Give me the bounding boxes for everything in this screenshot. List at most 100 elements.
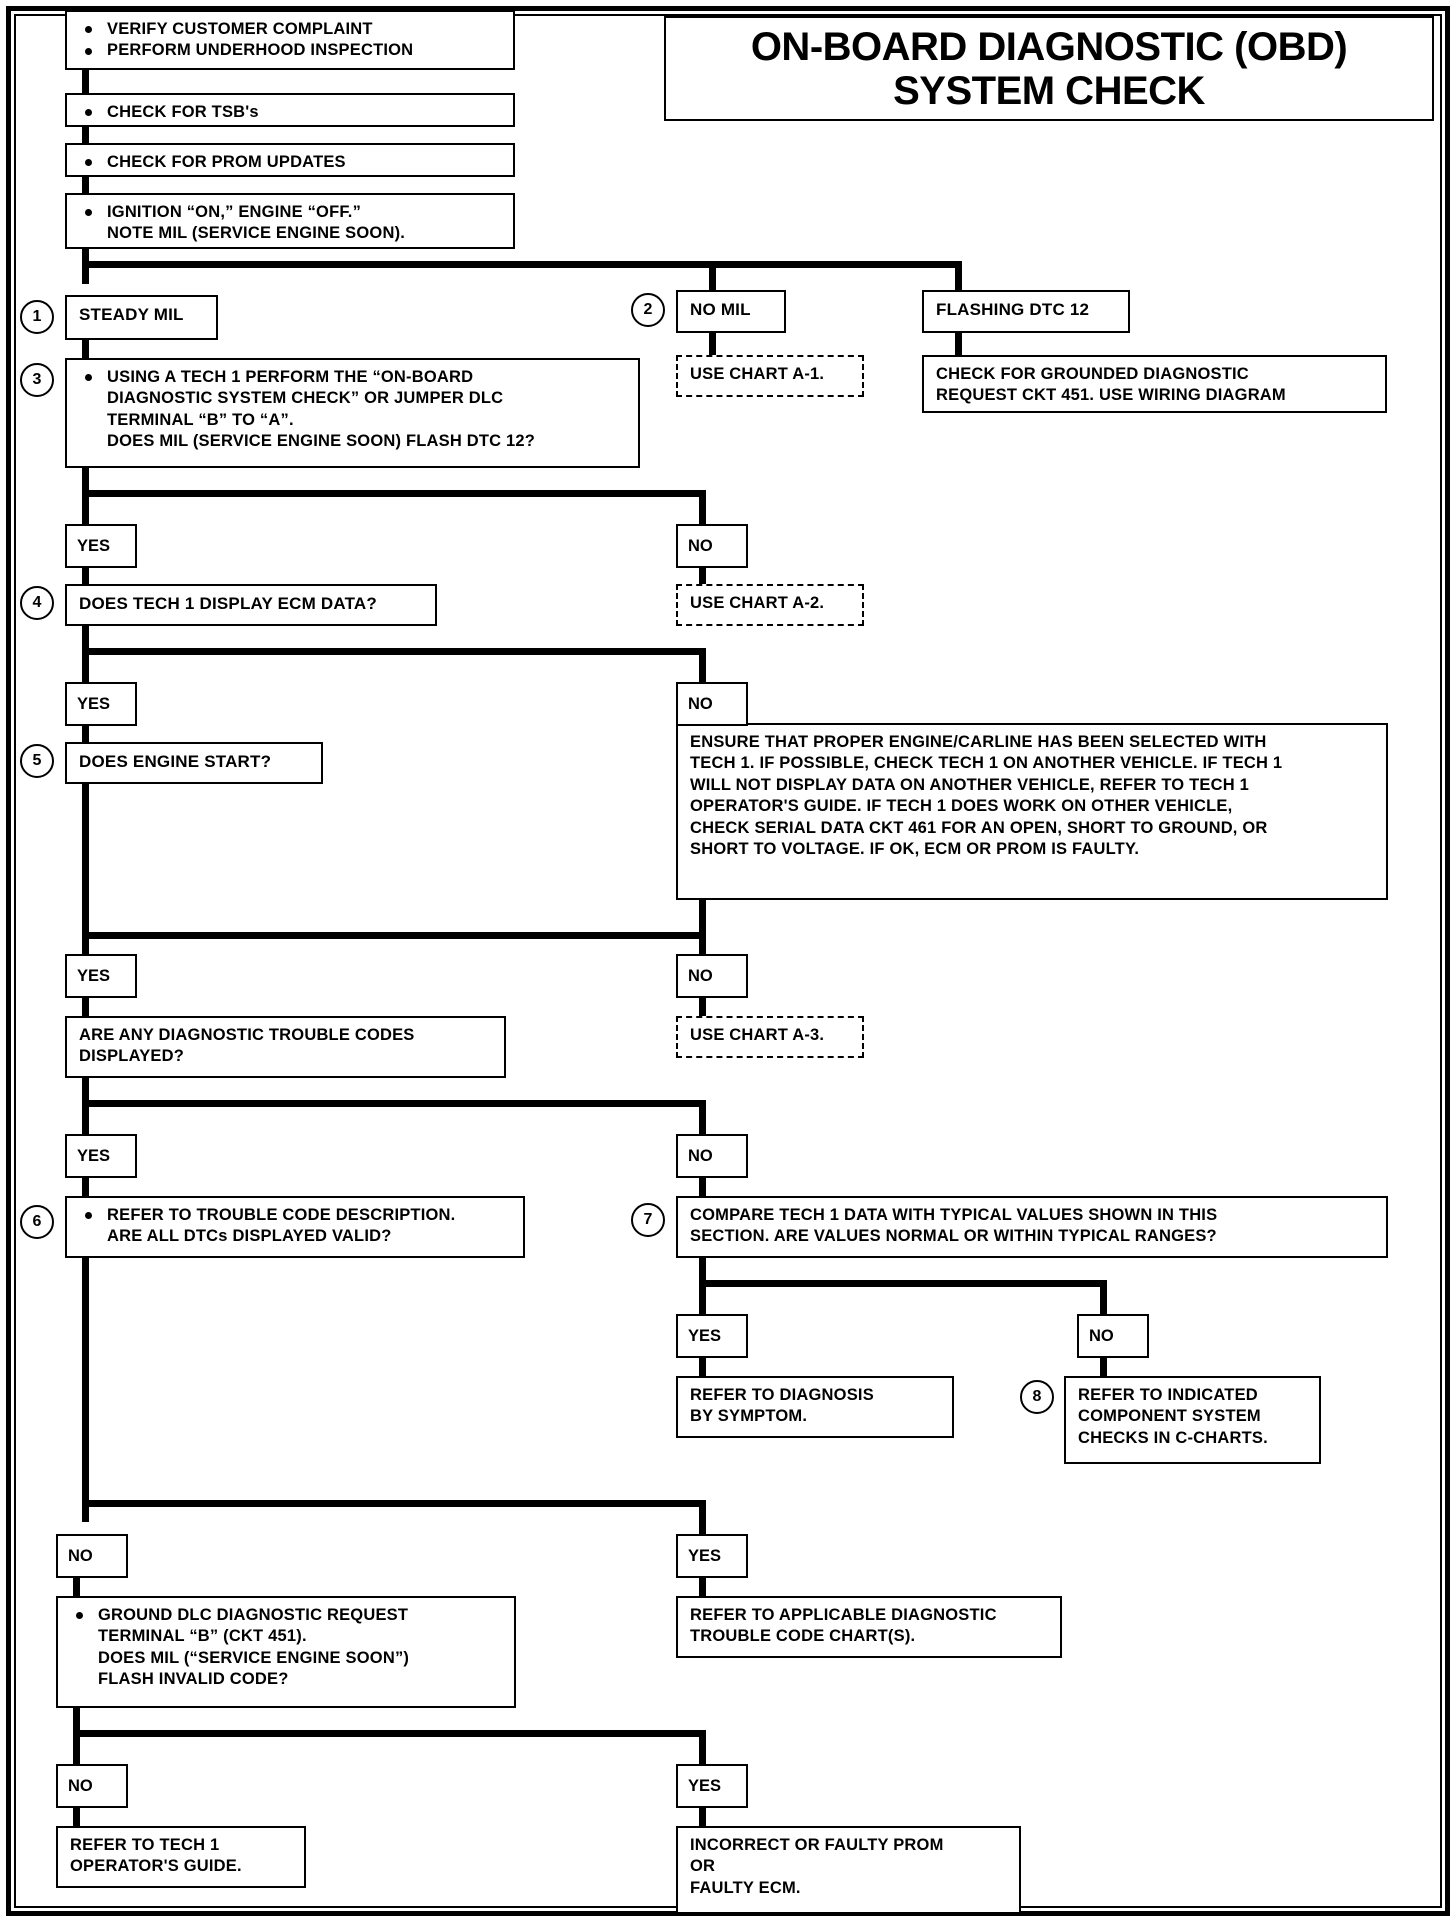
connector-step5-no-down	[699, 996, 706, 1018]
node-compare-tech1-data: COMPARE TECH 1 DATA WITH TYPICAL VALUES …	[676, 1196, 1388, 1258]
connector-bus-to-step5-no	[699, 900, 706, 956]
ensure-line-1: ENSURE THAT PROPER ENGINE/CARLINE HAS BE…	[690, 733, 1267, 751]
branch-no-step3: NO	[676, 524, 748, 568]
engine-start-label: DOES ENGINE START?	[79, 752, 272, 771]
ensure-line-2: TECH 1. IF POSSIBLE, CHECK TECH 1 ON ANO…	[690, 754, 1283, 773]
connector-no-mil-down	[709, 331, 716, 355]
branch-no-step4: NO	[676, 682, 748, 726]
use-chart-a1-label: USE CHART A-1.	[690, 365, 825, 383]
grounded-request-line-2: REQUEST CKT 451. USE WIRING DIAGRAM	[936, 386, 1286, 405]
step-number-1: 1	[20, 300, 54, 334]
faulty-prom-line-2: OR	[690, 1857, 716, 1876]
connector-step6-down-long	[82, 1258, 89, 1522]
bus-final-branch	[73, 1730, 706, 1737]
branch-yes-step4: YES	[65, 682, 137, 726]
ignition-line-2: NOTE MIL (SERVICE ENGINE SOON).	[107, 224, 406, 243]
connector-step4-yes-down	[82, 724, 89, 746]
tech1-perform-line-1: USING A TECH 1 PERFORM THE “ON-BOARD	[79, 367, 628, 388]
step-number-7: 7	[631, 1203, 665, 1237]
branch-no-step5: NO	[676, 954, 748, 998]
connector-step6-no-down	[73, 1576, 80, 1598]
step-number-3: 3	[20, 363, 54, 397]
connector-final-yes-down	[699, 1806, 706, 1828]
tsb-line-1: CHECK FOR TSB's	[79, 102, 503, 123]
connector-bus-to-step3-no	[699, 490, 706, 524]
tech1-perform-line-2: DIAGNOSTIC SYSTEM CHECK” OR JUMPER DLC	[107, 389, 504, 408]
faulty-prom-line-3: FAULTY ECM.	[690, 1878, 801, 1897]
node-incorrect-or-faulty-prom: INCORRECT OR FAULTY PROM OR FAULTY ECM.	[676, 1826, 1021, 1914]
tech1-perform-line-3: TERMINAL “B” TO “A”.	[107, 410, 294, 429]
node-use-chart-a3: USE CHART A-3.	[676, 1016, 864, 1058]
tech1-perform-line-4: DOES MIL (SERVICE ENGINE SOON) FLASH DTC…	[107, 432, 536, 451]
node-tech1-perform-obd-check: USING A TECH 1 PERFORM THE “ON-BOARD DIA…	[65, 358, 640, 468]
dtc-displayed-line-1: ARE ANY DIAGNOSTIC TROUBLE CODES	[79, 1026, 415, 1044]
node-use-chart-a2: USE CHART A-2.	[676, 584, 864, 626]
refer-trouble-code-line-2: ARE ALL DTCs DISPLAYED VALID?	[107, 1227, 392, 1246]
verify-line-2: PERFORM UNDERHOOD INSPECTION	[79, 40, 503, 61]
bus-step3-branch	[82, 490, 706, 497]
node-refer-to-trouble-code: REFER TO TROUBLE CODE DESCRIPTION. ARE A…	[65, 1196, 525, 1258]
connector-step5-yes-down	[82, 996, 89, 1018]
grounded-request-line-1: CHECK FOR GROUNDED DIAGNOSTIC	[936, 365, 1249, 383]
branch-yes-step5: YES	[65, 954, 137, 998]
tech1-guide-line-1: REFER TO TECH 1	[70, 1836, 220, 1854]
node-does-tech1-display-ecm-data: DOES TECH 1 DISPLAY ECM DATA?	[65, 584, 437, 626]
branch-yes-step6: YES	[676, 1534, 748, 1578]
node-use-chart-a1: USE CHART A-1.	[676, 355, 864, 397]
connector-bus-to-no-mil	[709, 261, 716, 295]
step-number-5: 5	[20, 744, 54, 778]
node-does-engine-start: DOES ENGINE START?	[65, 742, 323, 784]
connector-step6-yes-down	[699, 1576, 706, 1598]
ensure-line-6: SHORT TO VOLTAGE. IF OK, ECM OR PROM IS …	[690, 840, 1140, 859]
node-no-mil: NO MIL	[676, 290, 786, 333]
connector-step3-yes-down	[82, 566, 89, 588]
connector-bus-to-step4-no	[699, 648, 706, 682]
branch-yes-step7: YES	[676, 1314, 748, 1358]
connector-step3-no-down	[699, 566, 706, 588]
node-refer-to-indicated-component: REFER TO INDICATED COMPONENT SYSTEM CHEC…	[1064, 1376, 1321, 1464]
node-ground-dlc-request: GROUND DLC DIAGNOSTIC REQUEST TERMINAL “…	[56, 1596, 516, 1708]
connector-bus-to-step7-no	[1100, 1280, 1107, 1314]
ignition-line-1: IGNITION “ON,” ENGINE “OFF.”	[79, 202, 503, 223]
ensure-line-4: OPERATOR'S GUIDE. IF TECH 1 DOES WORK ON…	[690, 797, 1233, 816]
connector-bus-to-flashing	[955, 261, 962, 295]
node-refer-tech1-operators-guide: REFER TO TECH 1 OPERATOR'S GUIDE.	[56, 1826, 306, 1888]
node-refer-to-diagnosis-by-symptom: REFER TO DIAGNOSIS BY SYMPTOM.	[676, 1376, 954, 1438]
connector-step7-yes-down	[699, 1356, 706, 1378]
branch-no-step7: NO	[1077, 1314, 1149, 1358]
dtc-displayed-line-2: DISPLAYED?	[79, 1047, 184, 1066]
title-line-1: ON-BOARD DIAGNOSTIC (OBD)	[750, 24, 1348, 69]
node-refer-applicable-dtc-chart: REFER TO APPLICABLE DIAGNOSTIC TROUBLE C…	[676, 1596, 1062, 1658]
ground-dlc-line-3: DOES MIL (“SERVICE ENGINE SOON”)	[98, 1648, 410, 1667]
connector-step5-down	[82, 784, 89, 954]
page-title: ON-BOARD DIAGNOSTIC (OBD) SYSTEM CHECK	[664, 16, 1434, 121]
connector-flashing-down	[955, 331, 962, 355]
flashing-dtc12-label: FLASHING DTC 12	[936, 300, 1090, 319]
connector-bus-to-final-yes	[699, 1730, 706, 1764]
diagnosis-symptom-line-2: BY SYMPTOM.	[690, 1407, 808, 1426]
prom-line-1: CHECK FOR PROM UPDATES	[79, 152, 503, 173]
applicable-chart-line-1: REFER TO APPLICABLE DIAGNOSTIC	[690, 1606, 997, 1624]
node-are-any-dtcs-displayed: ARE ANY DIAGNOSTIC TROUBLE CODES DISPLAY…	[65, 1016, 506, 1078]
connector-steady-mil-down	[82, 338, 89, 362]
branch-no-final: NO	[56, 1764, 128, 1808]
step-number-6: 6	[20, 1205, 54, 1239]
compare-tech1-line-2: SECTION. ARE VALUES NORMAL OR WITHIN TYP…	[690, 1227, 1217, 1246]
verify-line-1: VERIFY CUSTOMER COMPLAINT	[79, 19, 503, 40]
title-line-2: SYSTEM CHECK	[893, 68, 1205, 113]
ground-dlc-line-4: FLASH INVALID CODE?	[98, 1670, 289, 1689]
applicable-chart-line-2: TROUBLE CODE CHART(S).	[690, 1627, 916, 1646]
node-check-for-prom-updates: CHECK FOR PROM UPDATES	[65, 143, 515, 177]
connector-bus-to-dtc-no	[699, 1100, 706, 1134]
connector-step7-no-down	[1100, 1356, 1107, 1378]
indicated-component-line-1: REFER TO INDICATED	[1078, 1386, 1258, 1404]
ensure-line-5: CHECK SERIAL DATA CKT 461 FOR AN OPEN, S…	[690, 818, 1268, 837]
bus-step5-branch	[82, 932, 706, 939]
node-check-for-tsbs: CHECK FOR TSB's	[65, 93, 515, 127]
node-ignition-on-engine-off: IGNITION “ON,” ENGINE “OFF.” NOTE MIL (S…	[65, 193, 515, 249]
compare-tech1-line-1: COMPARE TECH 1 DATA WITH TYPICAL VALUES …	[690, 1206, 1218, 1224]
indicated-component-line-2: COMPONENT SYSTEM	[1078, 1407, 1261, 1426]
faulty-prom-line-1: INCORRECT OR FAULTY PROM	[690, 1836, 944, 1854]
branch-yes-dtc: YES	[65, 1134, 137, 1178]
branch-yes-step3: YES	[65, 524, 137, 568]
